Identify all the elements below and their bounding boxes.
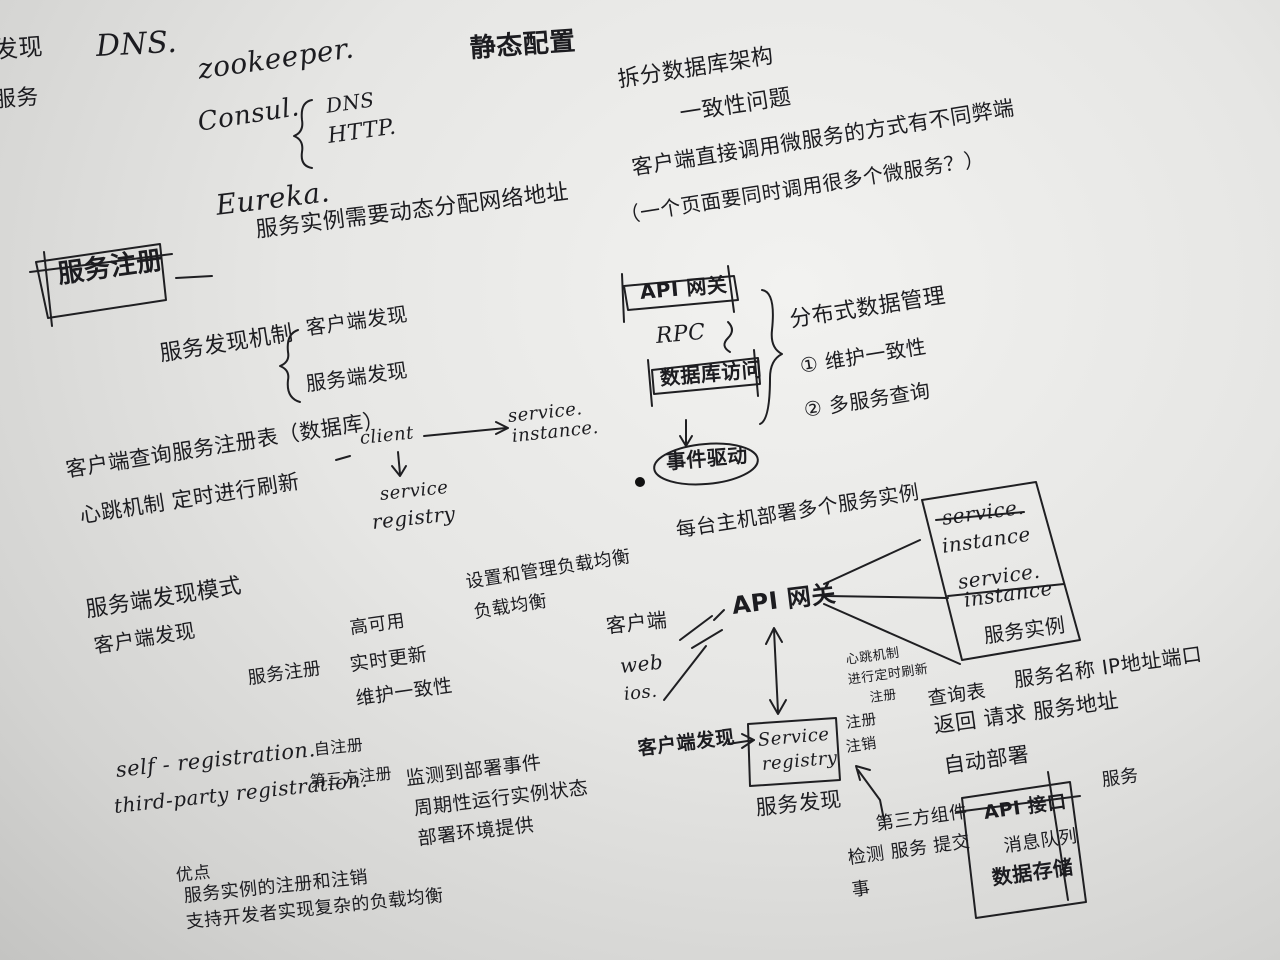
static-config-title: 静态配置 — [468, 26, 577, 64]
zookeeper-label: zookeeper. — [195, 31, 356, 86]
heartbeat-note-3: 注册 — [868, 687, 898, 706]
bottom-advantage-label: 优点 — [174, 862, 212, 886]
mechanism-server-side: 服务端发现 — [304, 357, 410, 396]
dns-label: DNS. — [95, 24, 179, 64]
rpc-squiggle — [723, 321, 733, 353]
instance-a-line2: instance — [940, 521, 1033, 558]
diagram-registry-2: registry — [370, 501, 457, 534]
registry-box-line1: Service — [757, 723, 831, 751]
heartbeat-note-2: 进行定时刷新 — [846, 661, 930, 688]
diagram-registry-1: service — [378, 476, 450, 505]
api-data-label: 数据存储 — [990, 854, 1075, 890]
client-to-registry-arrow — [397, 451, 401, 475]
client-discovery-label: 客户端发现 — [636, 726, 737, 760]
side-note: 服务 — [1100, 764, 1141, 791]
consistency-issue: 一致性问题 — [677, 84, 794, 127]
register-label: 注册 — [844, 709, 878, 732]
service-discovery-label: 服务发现 — [754, 787, 843, 820]
distributed-consistency: ① 维护一致性 — [798, 334, 929, 378]
api-port-label: API 接口 — [982, 790, 1068, 824]
third-party-detail-3: 部署环境提供 — [416, 813, 536, 850]
heartbeat-note: 心跳机制 定时进行刷新 — [78, 469, 302, 528]
registry-feature-title: 服务注册 — [246, 657, 323, 689]
event-driven-label: 事件驱动 — [664, 442, 749, 474]
deregister-label: 注销 — [844, 733, 878, 756]
self-registration-label: self - registration. — [114, 737, 317, 782]
third-party-component: 第三方组件 — [874, 801, 969, 835]
edge-fragment-2: 服务 — [0, 84, 40, 113]
mechanism-client-side: 客户端发现 — [304, 301, 410, 340]
registry-box-line2: registry — [761, 747, 839, 775]
third-party-cn: 第三方注册 — [308, 763, 394, 791]
self-registration-cn: 自注册 — [312, 734, 365, 759]
heartbeat-note-1: 心跳机制 — [844, 645, 901, 668]
lookup-table-1: 查询表 — [926, 679, 988, 710]
client-to-instance-arrow — [423, 427, 507, 437]
instance-c-label: 服务实例 — [982, 612, 1067, 648]
feature-realtime-update: 实时更新 — [348, 643, 429, 676]
gateway-top-label: API 网关 — [638, 272, 729, 304]
data-access-label: 数据库访问 — [658, 357, 764, 390]
distributed-data-title: 分布式数据管理 — [787, 283, 948, 333]
distributed-query: ② 多服务查询 — [802, 378, 933, 422]
diagram-client-label: client — [358, 422, 415, 449]
feature-high-availability: 高可用 — [348, 610, 407, 639]
lookup-table-4: 自动部署 — [942, 742, 1031, 778]
multi-instance-deploy-note: 每台主机部署多个服务实例 — [674, 479, 921, 542]
third-party-detect: 检测 服务 提交 — [846, 830, 972, 869]
rpc-label: RPC — [654, 319, 707, 349]
ios-label: ios. — [622, 680, 659, 705]
gateway-center-label: API 网关 — [730, 579, 838, 620]
discovery-mechanism-title: 服务发现机制 — [157, 321, 296, 367]
feature-consistency: 维护一致性 — [354, 674, 455, 710]
consul-option-dns: DNS — [324, 87, 376, 118]
edge-fragment-1: 发现 — [0, 32, 44, 64]
split-db-arch-title: 拆分数据库架构 — [615, 43, 776, 93]
api-impl-label: 消息队列 — [1002, 825, 1079, 857]
lookup-table-2: 服务名称 IP地址端口 — [1012, 641, 1204, 692]
consul-option-http: HTTP. — [326, 114, 398, 149]
consul-label: Consul. — [195, 92, 302, 138]
load-balancer-note-1: 设置和管理负载均衡 — [464, 546, 633, 593]
service-registry-boxed-title: 服务注册 — [55, 245, 166, 290]
web-label: web — [618, 649, 665, 678]
client-label: 客户端 — [604, 607, 669, 638]
dist-brace — [759, 289, 783, 425]
third-party-event: 事 — [850, 877, 872, 901]
load-balancer-note-2: 负载均衡 — [472, 590, 549, 623]
client-query-note: 客户端查询服务注册表（数据库） — [64, 407, 387, 482]
client-discovery-sub: 客户端发现 — [92, 618, 198, 658]
server-discovery-pattern-title: 服务端发现模式 — [83, 573, 244, 623]
gateway-registry-arrow — [773, 629, 779, 713]
